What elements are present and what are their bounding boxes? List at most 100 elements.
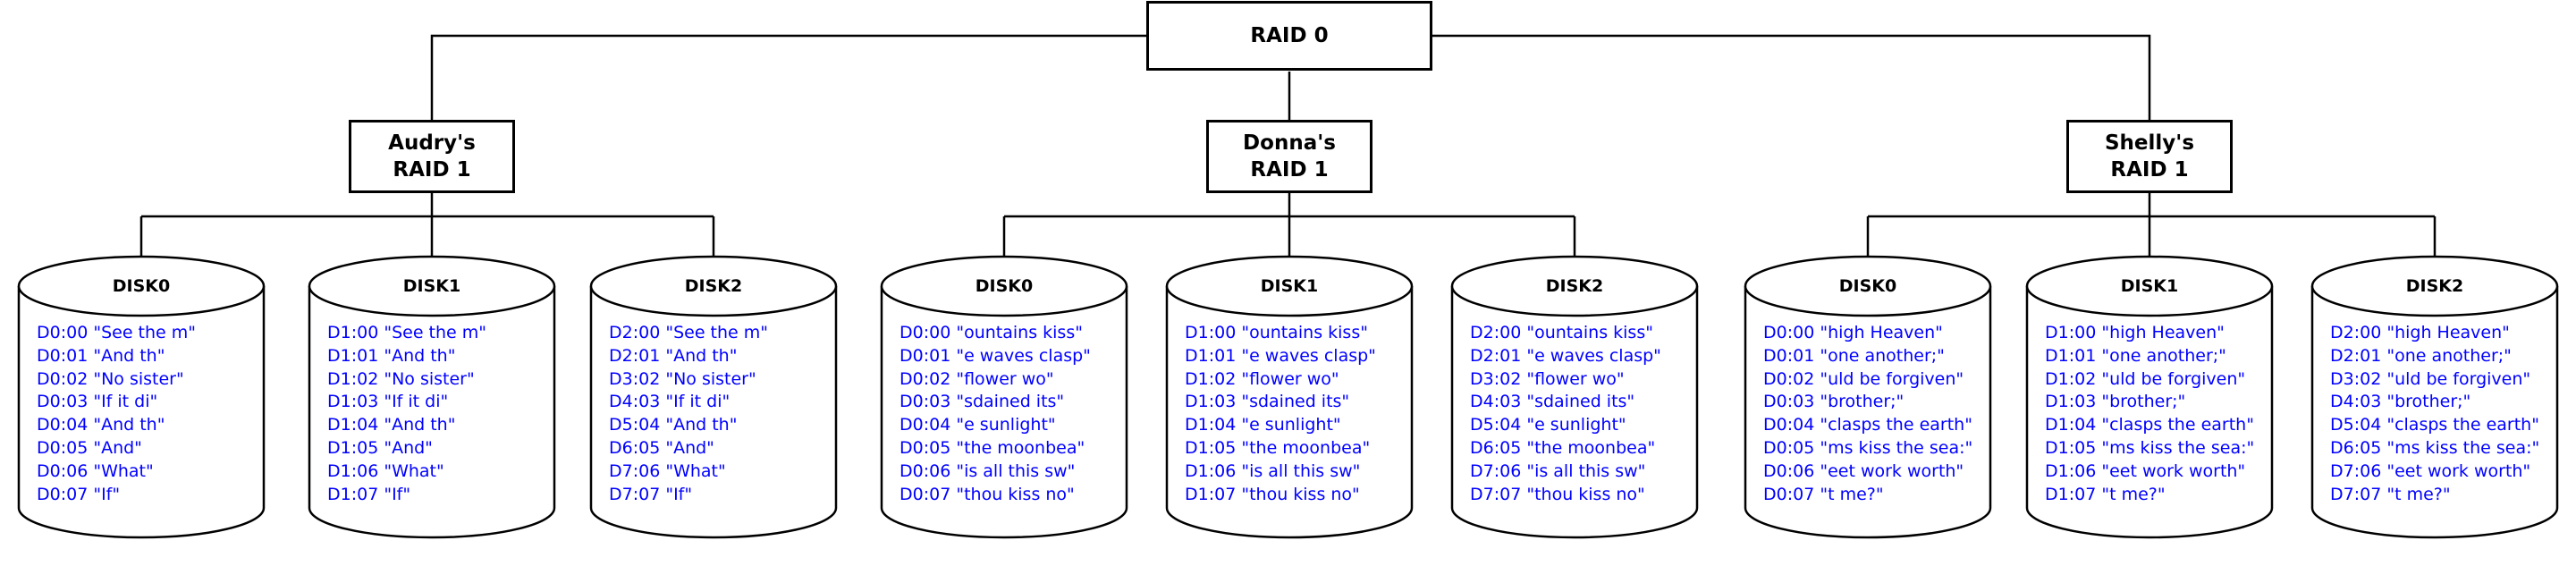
disk-blocks: D2:00 "ountains kiss" D2:01 "e waves clas… (1470, 322, 1694, 506)
raid1-owner-label: Shelly's (2104, 131, 2195, 155)
disk-block-row: D7:07 "thou kiss no" (1470, 484, 1645, 504)
disk-block-row: D4:03 "If it di" (609, 392, 731, 412)
disk-name-label: DISK0 (975, 276, 1034, 296)
disk-block-row: D1:06 "eet work worth" (2045, 460, 2246, 481)
disk-block-row: D1:05 "ms kiss the sea:" (2045, 437, 2255, 458)
disk-block-row: D1:07 "t me?" (2045, 484, 2166, 504)
disk-block-row: D0:01 "And th" (37, 345, 165, 366)
disk-block-row: D2:00 "See the m" (609, 323, 769, 342)
disk-block-row: D6:05 "ms kiss the sea:" (2330, 437, 2540, 458)
disk-block-row: D7:07 "t me?" (2330, 484, 2451, 504)
disk-block-row: D0:00 "high Heaven" (1763, 323, 1943, 342)
disk-block-row: D0:06 "eet work worth" (1763, 460, 1964, 481)
disk-cylinder-shape (1450, 255, 1699, 539)
disk-block-row: D1:02 "flower wo" (1185, 368, 1339, 389)
raid1-type-label: RAID 1 (1250, 158, 1329, 182)
disk-cylinder-shape (1744, 255, 1992, 539)
disk-cylinder-shape (2025, 255, 2274, 539)
disk-blocks: D1:00 "high Heaven"D1:01 "one another;"D… (2045, 322, 2269, 506)
raid1-owner-label: Audry's (388, 131, 476, 155)
disk-block-row: D1:00 "ountains kiss" (1185, 323, 1368, 342)
disk-name-label: DISK1 (2120, 276, 2179, 296)
disk-cylinder-shape (2310, 255, 2559, 539)
raid1-node-donna: Donna's RAID 1 (1206, 120, 1372, 193)
disk-name-label: DISK2 (684, 276, 743, 296)
edge-raid0-audry (430, 34, 1146, 120)
disk-blocks: D0:00 "high Heaven"D0:01 "one another;"D… (1763, 322, 1988, 506)
disk-block-row: D0:05 "the moonbea" (899, 437, 1085, 458)
disk-blocks: D2:00 "See the m"D2:01 "And th"D3:02 "No… (609, 322, 833, 506)
disk-block-row: D0:02 "No sister" (37, 368, 184, 389)
disk-block-row: D2:01 "one another;" (2330, 345, 2512, 366)
disk-block-row: D5:04 "And th" (609, 415, 738, 435)
disk-block-row: D0:01 "one another;" (1763, 345, 1945, 366)
disk-block-row: D4:03 "brother;" (2330, 392, 2471, 412)
disk-block-row: D0:07 "thou kiss no" (899, 484, 1075, 504)
edge-raid0-shelly (1432, 34, 2151, 120)
disk-blocks: D2:00 "high Heaven"D2:01 "one another;"D… (2330, 322, 2555, 506)
disk-block-row: D1:05 "the moonbea" (1185, 437, 1371, 458)
disk-block-row: D0:03 "brother;" (1763, 392, 1905, 412)
disk-block-row: D6:05 "the moonbea" (1470, 437, 1656, 458)
disk-block-row: D0:02 "uld be forgiven" (1763, 368, 1964, 389)
disk-block-row: D2:00 "ountains kiss" (1470, 323, 1653, 342)
disk-block-row: D3:02 "flower wo" (1470, 368, 1625, 389)
disk-block-row: D5:04 "clasps the earth" (2330, 415, 2539, 435)
raid0-label: RAID 0 (1250, 24, 1329, 47)
disk-name-label: DISK0 (112, 276, 171, 296)
disk-block-row: D0:02 "flower wo" (899, 368, 1054, 389)
raid1-node-shelly: Shelly's RAID 1 (2066, 120, 2233, 193)
disk-block-row: D0:07 "If" (37, 484, 121, 504)
disk-cylinder-shape (589, 255, 838, 539)
disk-name-label: DISK2 (2405, 276, 2464, 296)
disk-block-row: D1:00 "See the m" (327, 323, 487, 342)
disk-block-row: D1:04 "And th" (327, 415, 456, 435)
disk-block-row: D1:02 "No sister" (327, 368, 475, 389)
disk-block-row: D1:06 "is all this sw" (1185, 460, 1361, 481)
disk-block-row: D0:05 "ms kiss the sea:" (1763, 437, 1973, 458)
disk-block-row: D1:06 "What" (327, 460, 444, 481)
disk-block-row: D6:05 "And" (609, 437, 714, 458)
disk-block-row: D0:01 "e waves clasp" (899, 345, 1091, 366)
disk-block-row: D0:04 "clasps the earth" (1763, 415, 1972, 435)
disk-block-row: D7:07 "If" (609, 484, 693, 504)
disk-block-row: D1:07 "thou kiss no" (1185, 484, 1360, 504)
disk-block-row: D1:02 "uld be forgiven" (2045, 368, 2246, 389)
disk-block-row: D5:04 "e sunlight" (1470, 415, 1626, 435)
disk-blocks: D1:00 "ountains kiss"D1:01 "e waves clas… (1185, 322, 1409, 506)
disk-block-row: D1:05 "And" (327, 437, 433, 458)
disk-block-row: D7:06 "is all this sw" (1470, 460, 1646, 481)
raid1-type-label: RAID 1 (2110, 158, 2189, 182)
disk-blocks: D0:00 "ountains kiss"D0:01 "e waves clas… (899, 322, 1124, 506)
disk-block-row: D1:01 "one another;" (2045, 345, 2226, 366)
raid0-node: RAID 0 (1146, 1, 1432, 71)
disk-cylinder-shape (17, 255, 266, 539)
disk-block-row: D2:01 "e waves clasp" (1470, 345, 1661, 366)
disk-block-row: D7:06 "What" (609, 460, 726, 481)
disk-name-label: DISK0 (1838, 276, 1897, 296)
disk-block-row: D4:03 "sdained its" (1470, 392, 1635, 412)
disk-cylinder-shape (880, 255, 1128, 539)
disk-block-row: D1:07 "If" (327, 484, 411, 504)
disk-block-row: D0:00 "See the m" (37, 323, 197, 342)
disk-name-label: DISK1 (1260, 276, 1319, 296)
disk-block-row: D2:01 "And th" (609, 345, 738, 366)
raid1-type-label: RAID 1 (393, 158, 471, 182)
disk-name-label: DISK2 (1545, 276, 1604, 296)
disk-block-row: D0:04 "e sunlight" (899, 415, 1056, 435)
disk-block-row: D7:06 "eet work worth" (2330, 460, 2531, 481)
disk-block-row: D3:02 "uld be forgiven" (2330, 368, 2531, 389)
disk-block-row: D0:03 "sdained its" (899, 392, 1065, 412)
disk-block-row: D1:00 "high Heaven" (2045, 323, 2225, 342)
disk-block-row: D0:04 "And th" (37, 415, 165, 435)
